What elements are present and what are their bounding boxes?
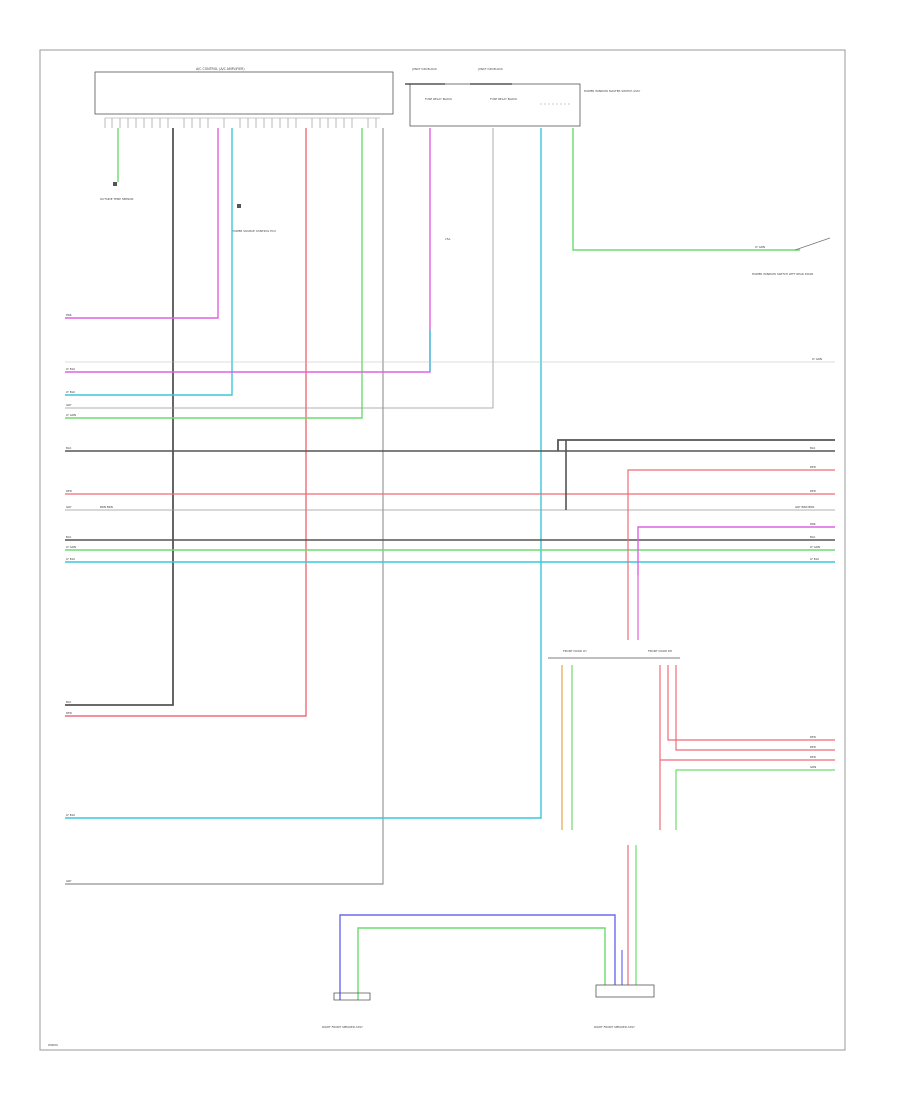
tag-red-right: RED [810,465,816,469]
switch-caption: POWER WINDOW SWITCH LEFT REAR DOOR [752,272,813,276]
power-source-ecu-label: POWER SOURCE CONTROL ECU [232,229,276,233]
right-box-text: POWER WINDOW MASTER SWITCH ASSY [584,89,641,93]
horizontal-bus: POWER WINDOW SWITCH LEFT REAR DOOR [65,237,835,575]
front-door-lh-label: FRONT DOOR LH [563,649,587,653]
junction-block-right-label: JUNCT ION BLOCK [477,67,503,71]
tag-bl-gray: GRY [66,879,72,883]
tag-lr-red1: RED [810,735,816,739]
tag-row9-right: PNK [810,522,816,526]
tag-row11-right: LT GRN [810,545,820,549]
wire-tags: PNK LT BLU LT GRN LT BLU GRY LT GRN BLK … [66,245,822,883]
fuse-label: 15A [445,237,451,241]
tag-row12-right: LT BLU [810,557,819,561]
main-control-unit: A/C CONTROL (A/C AMPLIFIER) [94,67,394,128]
left-box-text: FUSE RELAY BLOCK [425,97,452,101]
tag-row8-mid: BRN BRN [100,505,113,509]
main-control-unit-label: A/C CONTROL (A/C AMPLIFIER) [196,67,245,71]
tag-row8-left: GRY [66,505,72,509]
junction-block-left-label: JUNCT ION BLOCK [411,67,437,71]
tag-lr-red2: RED [810,745,816,749]
tag-row8-right: GRY BRN BRN [795,505,814,509]
tag-row11-left: LT BLU [66,557,75,561]
left-components: OUTSIDE TEMP SENSOR POWER SOURCE CONTROL… [100,182,451,241]
tag-row4-left: GRY [66,403,72,407]
tag-row7-right: RED [810,489,816,493]
tag-switch-wire: LT GRN [755,245,765,249]
tag-row6-right: BLK [810,446,815,450]
lower-section: FRONT DOOR LH FRONT DOOR RH RIGHT FRONT … [322,575,835,1029]
tag-bl-black: BLK [66,700,71,704]
tag-row2-left: LT BLU [66,367,75,371]
tag-row5-left: LT GRN [66,413,76,417]
diagram-frame [39,49,846,1051]
tag-row10-left: LT GRN [66,545,76,549]
tag-row9-left: BLK [66,535,71,539]
vertical-wires [65,128,800,885]
mid-box-text: FUSE RELAY BLOCK [490,97,517,101]
tag-lr-grn: GRN [810,765,816,769]
junction-blocks: JUNCT ION BLOCK JUNCT ION BLOCK FUSE REL… [405,67,641,127]
tag-lr-red3: RED [810,755,816,759]
bottom-right-component-label: RIGHT FRONT SPEAKER ASSY [594,1025,635,1029]
tag-row10-right: BLK [810,535,815,539]
outside-temp-sensor-label: OUTSIDE TEMP SENSOR [100,197,133,201]
tag-row7-left: RED [66,489,72,493]
tag-row2-right: LT GRN [812,357,822,361]
tag-row3-left: LT BLU [66,390,75,394]
tag-bl-red: RED [66,711,72,715]
bottom-left-component-label: RIGHT FRONT SPEAKER ASSY [322,1025,363,1029]
front-door-rh-label: FRONT DOOR RH [648,649,672,653]
tag-bl-cyan: LT BLU [66,813,75,817]
tag-row1-left: PNK [66,313,72,317]
page-tag: W0000 [48,1043,58,1047]
tag-row6-left: BLK [66,446,71,450]
